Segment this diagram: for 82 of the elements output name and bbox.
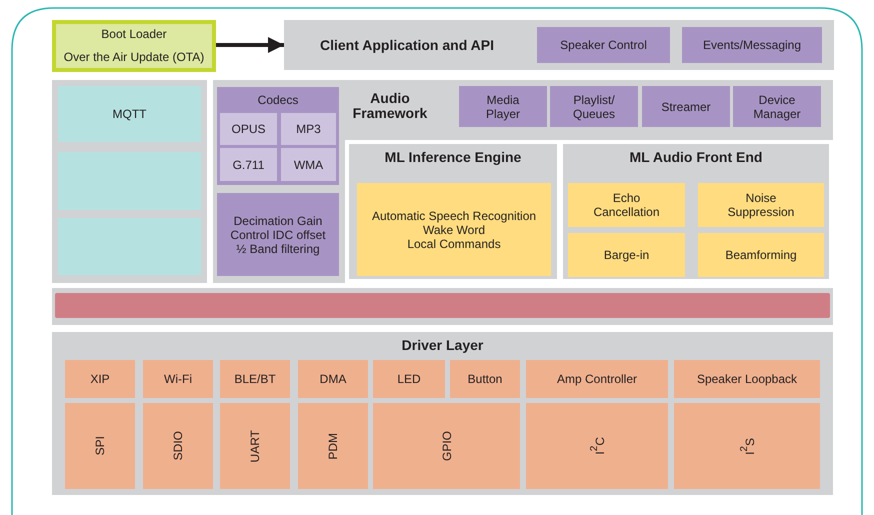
module-box [58, 86, 201, 142]
module-label: Local Commands [407, 236, 501, 250]
module-label: Button [468, 372, 502, 386]
module-label: Events/Messaging [702, 38, 802, 52]
module-box [217, 87, 339, 185]
module-box [65, 403, 135, 489]
module-label: Automatic Speech Recognition [372, 208, 536, 222]
module-label: Device Manager [752, 92, 802, 120]
module-label: Media Player [484, 92, 521, 120]
panel-title: Client Application and API [320, 38, 494, 52]
module-box [58, 152, 201, 210]
module-label: BLE/BT [234, 372, 276, 386]
module-label: Beamforming [725, 248, 797, 262]
module-box [568, 183, 685, 227]
module-label: Streamer [661, 100, 711, 114]
layer-panel [52, 332, 833, 495]
panel-title: Codecs [258, 93, 298, 107]
layer-panel [284, 20, 834, 70]
module-box [526, 360, 668, 398]
module-box [682, 27, 822, 63]
module-box [459, 86, 547, 127]
module-label: Speaker Control [560, 38, 647, 52]
module-box [65, 360, 135, 398]
module-box [373, 403, 520, 489]
module-box [642, 86, 730, 127]
module-label: Noise Suppression [726, 191, 796, 219]
module-box [537, 27, 670, 63]
arrow [216, 37, 284, 53]
module-box [450, 360, 520, 398]
module-label: Wi-Fi [164, 372, 192, 386]
panel-title: Audio Framework [352, 91, 428, 121]
module-box [733, 86, 821, 127]
module-label: DMA [320, 372, 346, 386]
module-label: XIP [90, 372, 110, 386]
module-box [698, 183, 824, 227]
module-box [674, 360, 820, 398]
module-box [281, 148, 336, 181]
module-label: Barge-in [604, 248, 650, 262]
module-box [220, 113, 277, 145]
engine-panel [345, 140, 561, 283]
module-box [698, 233, 824, 277]
module-box [143, 403, 213, 489]
module-box [52, 20, 216, 72]
module-label: MQTT [112, 107, 146, 121]
module-box [298, 403, 368, 489]
module-label: WMA [294, 158, 324, 172]
panel-title: Driver Layer [402, 338, 484, 353]
module-label: LED [397, 372, 421, 386]
module-box [143, 360, 213, 398]
module-label: OPUS [231, 122, 266, 136]
module-box [220, 148, 277, 181]
module-label: Amp Controller [556, 372, 638, 386]
module-box [373, 360, 445, 398]
panel-title: ML Audio Front End [630, 150, 762, 165]
module-label: Decimation Gain Control IDC offset ½ Band filtering [229, 214, 327, 256]
module-box [217, 193, 339, 276]
module-label: Speaker Loopback [696, 372, 798, 386]
os-bar [55, 293, 830, 318]
module-box [357, 183, 551, 276]
module-box [220, 403, 290, 489]
module-label: SPI [93, 436, 107, 456]
module-label: Boot Loader [101, 27, 167, 41]
panel-title: ML Inference Engine [384, 150, 522, 165]
module-box [674, 403, 820, 489]
module-box [52, 80, 207, 283]
module-label: G.711 [232, 158, 264, 172]
module-label: Playlist/ Queues [572, 92, 616, 120]
module-label: MP3 [296, 122, 321, 136]
module-box [220, 360, 290, 398]
module-box [298, 360, 368, 398]
module-label: Wake Word [422, 222, 485, 236]
module-label: Echo Cancellation [592, 191, 661, 219]
module-box [550, 86, 638, 127]
module-label: GPIO [440, 430, 454, 461]
module-box [58, 218, 201, 275]
module-label: Over the Air Update (OTA) [64, 50, 204, 64]
module-label: UART [248, 430, 262, 462]
module-box [526, 403, 668, 489]
module-box [568, 233, 685, 277]
module-label: SDIO [171, 431, 185, 461]
module-box [281, 113, 336, 145]
module-label: PDM [326, 432, 340, 460]
